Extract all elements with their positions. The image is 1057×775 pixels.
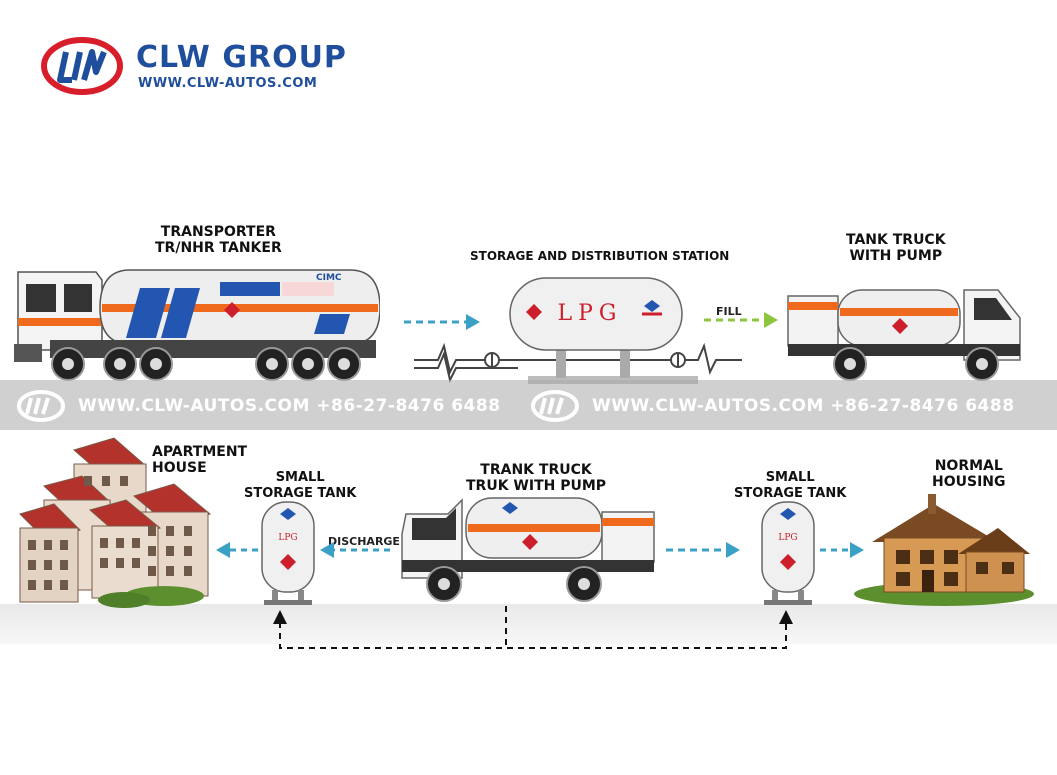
watermark-text-1: WWW.CLW-AUTOS.COM +86-27-8476 6488 [78,396,501,416]
transporter-subtitle: TR/NHR TANKER [155,240,282,256]
station-label: STORAGE AND DISTRIBUTION STATION [470,249,730,263]
apartment-buildings [19,437,212,608]
lpg-tank-text: LPG [558,301,623,326]
cimc-mark: CIMC [316,273,342,283]
storage-station: LPG [414,277,742,384]
small-tank-right-subtitle: STORAGE TANK [734,486,847,501]
small-tank-right-title: SMALL [765,470,815,485]
small-tank-left-subtitle: STORAGE TANK [244,486,357,501]
transporter-title: TRANSPORTER [160,224,276,240]
watermark-logo-icon-2 [531,390,579,422]
normal-housing-label: NORMAL HOUSING [932,458,1006,490]
trank-truck-with-pump [401,497,655,602]
apartment-subtitle: HOUSE [152,460,207,476]
apartment-title: APARTMENT [152,444,248,460]
fill-label: FILL [716,305,742,318]
tank-truck-with-pump [787,289,1021,381]
arrow-discharge [320,542,390,558]
arrow-truck-to-right-tank [666,542,740,558]
small-storage-tank-left: LPG [261,501,315,605]
supply-dashed-connector [273,606,793,649]
small-tank-left-label: SMALL STORAGE TANK [244,470,356,502]
normal-housing-subtitle: HOUSING [932,474,1006,490]
arrow-fill [704,312,778,328]
logo: CLW GROUP WWW.CLW-AUTOS.COM [40,36,360,100]
small-tank-left-title: SMALL [275,470,325,485]
ground-strip [0,604,1057,644]
watermark-band [0,380,1057,430]
lpg-small-left-text: LPG [278,533,297,543]
tank-truck-subtitle: WITH PUMP [849,248,943,264]
arrow-tank-to-apartment [216,542,258,558]
normal-housing-title: NORMAL [934,458,1003,474]
normal-housing [854,494,1034,606]
watermark-text-2: WWW.CLW-AUTOS.COM +86-27-8476 6488 [592,396,1015,416]
discharge-label: DISCHARGE [328,535,400,548]
small-storage-tank-right: LPG [761,501,815,605]
logo-url: WWW.CLW-AUTOS.COM [138,76,318,91]
lpg-small-right-text: LPG [778,533,797,543]
trank-truck-subtitle: TRUK WITH PUMP [466,478,607,494]
arrow-transporter-to-station [404,314,480,330]
transporter-label: TRANSPORTER TR/NHR TANKER [155,224,282,256]
clw-logo-icon [41,37,123,95]
watermark-logo-icon-1 [17,390,65,422]
transporter-tanker: CIMC [14,269,380,381]
logo-title: CLW GROUP [136,40,347,75]
arrow-tank-to-housing [820,542,864,558]
trank-truck-label: TRANK TRUCK TRUK WITH PUMP [466,462,606,494]
apartment-label: APARTMENT HOUSE [152,444,247,476]
small-tank-right-label: SMALL STORAGE TANK [734,470,846,502]
trank-truck-title: TRANK TRUCK [480,462,592,478]
tank-truck-label: TANK TRUCK WITH PUMP [846,232,946,264]
tank-truck-title: TANK TRUCK [846,232,946,248]
